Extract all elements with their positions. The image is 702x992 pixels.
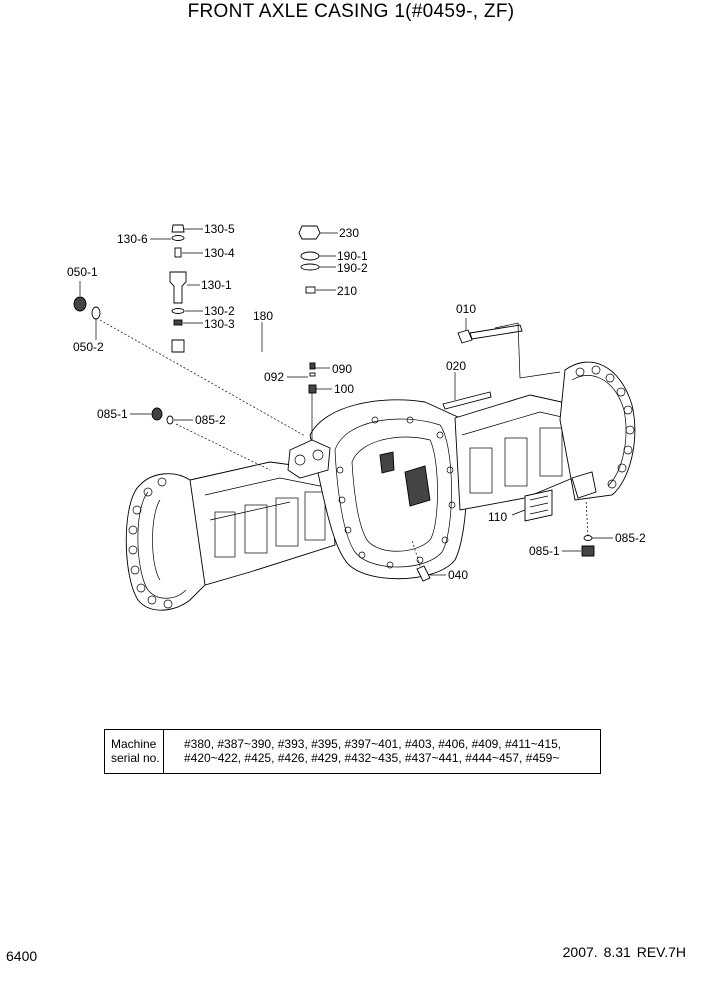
serial-values-line2: #420~422, #425, #426, #429, #432~435, #4… (184, 751, 560, 765)
label-130-1: 130-1 (201, 278, 232, 292)
label-230: 230 (339, 226, 359, 240)
serial-table-header: Machine serial no. (105, 730, 164, 773)
left-tube-ribs (214, 491, 326, 558)
label-190-2: 190-2 (337, 261, 368, 275)
label-130-5: 130-5 (204, 222, 235, 236)
serial-number-table: Machine serial no. #380, #387~390, #393,… (104, 729, 601, 774)
label-092: 092 (264, 370, 284, 384)
center-housing-bolts (336, 416, 456, 569)
part-labels: 130-5 130-6 130-4 130-1 130-2 130-3 180 … (67, 222, 646, 582)
exploded-parts (73, 224, 595, 582)
page-number: 6400 (6, 948, 38, 964)
axle-housing (125, 361, 636, 611)
label-085-2-right: 085-2 (615, 531, 646, 545)
label-180: 180 (253, 309, 273, 323)
label-130-2: 130-2 (204, 304, 235, 318)
label-050-1: 050-1 (67, 265, 98, 279)
leader-lines (79, 228, 613, 576)
label-085-1-left: 085-1 (97, 407, 128, 421)
serial-table-values: #380, #387~390, #393, #395, #397~401, #4… (164, 730, 561, 773)
label-010: 010 (456, 302, 476, 316)
label-100: 100 (334, 382, 354, 396)
right-flange-bolts (575, 365, 635, 489)
page-title: FRONT AXLE CASING 1(#0459-, ZF) (187, 1, 515, 22)
label-090: 090 (332, 362, 352, 376)
label-190-1: 190-1 (337, 249, 368, 263)
label-130-4: 130-4 (204, 246, 235, 260)
label-210: 210 (337, 284, 357, 298)
serial-header-line2: serial no. (111, 751, 160, 765)
serial-values-line1: #380, #387~390, #393, #395, #397~401, #4… (184, 737, 562, 751)
label-110: 110 (488, 510, 507, 524)
label-130-6: 130-6 (117, 232, 148, 246)
label-040: 040 (448, 568, 468, 582)
serial-header-line1: Machine (111, 737, 157, 751)
revision-date: 2007. 8.31 REV.7H (562, 944, 686, 960)
label-050-2: 050-2 (73, 340, 104, 354)
label-130-3: 130-3 (204, 317, 235, 331)
label-020: 020 (446, 359, 466, 373)
label-085-1-right: 085-1 (529, 544, 560, 558)
label-085-2-left: 085-2 (195, 413, 226, 427)
right-tube-ribs (469, 427, 563, 494)
left-flange-bolts (128, 477, 173, 609)
